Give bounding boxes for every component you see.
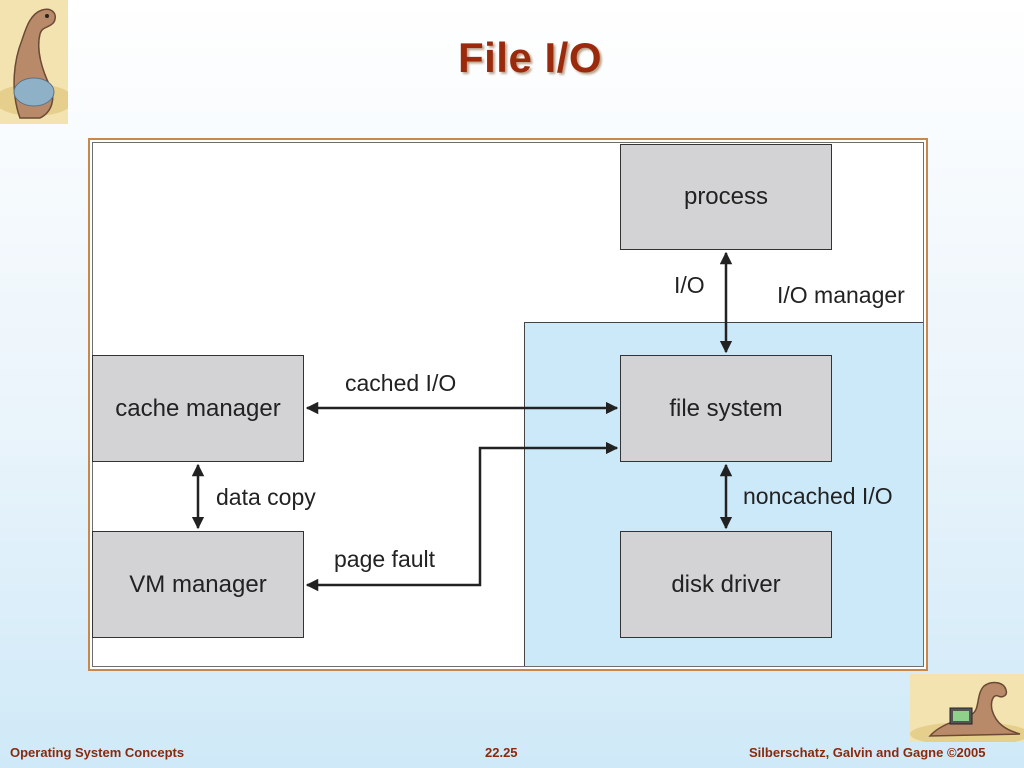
vm-manager-node-label: VM manager (129, 570, 267, 598)
data-copy-label: data copy (216, 484, 316, 510)
noncached-io-label: noncached I/O (743, 483, 893, 509)
vm-manager-node: VM manager (92, 531, 304, 638)
cache-manager-node-label: cache manager (115, 394, 281, 422)
disk-driver-node: disk driver (620, 531, 832, 638)
footer-course-title: Operating System Concepts (10, 745, 185, 760)
cached-io-label: cached I/O (345, 370, 457, 396)
footer-authors: Silberschatz, Galvin and Gagne ©2005 (749, 745, 986, 760)
cache-manager-node: cache manager (92, 355, 304, 462)
dinosaur-logo-top-left (0, 0, 68, 124)
process-node: process (620, 144, 832, 250)
disk-driver-node-label: disk driver (671, 570, 781, 598)
file-system-node-label: file system (669, 394, 783, 422)
page-fault-label: page fault (334, 546, 436, 572)
page-fault-arrow (305, 441, 619, 592)
footer-slide-number: 22.25 (485, 745, 518, 760)
io-label: I/O (674, 272, 705, 298)
io-manager-label: I/O manager (777, 282, 905, 308)
dinosaur-logo-bottom-right (910, 674, 1024, 742)
slide-title: File I/O (457, 34, 603, 81)
file-system-node: file system (620, 355, 832, 462)
process-node-label: process (683, 183, 769, 210)
